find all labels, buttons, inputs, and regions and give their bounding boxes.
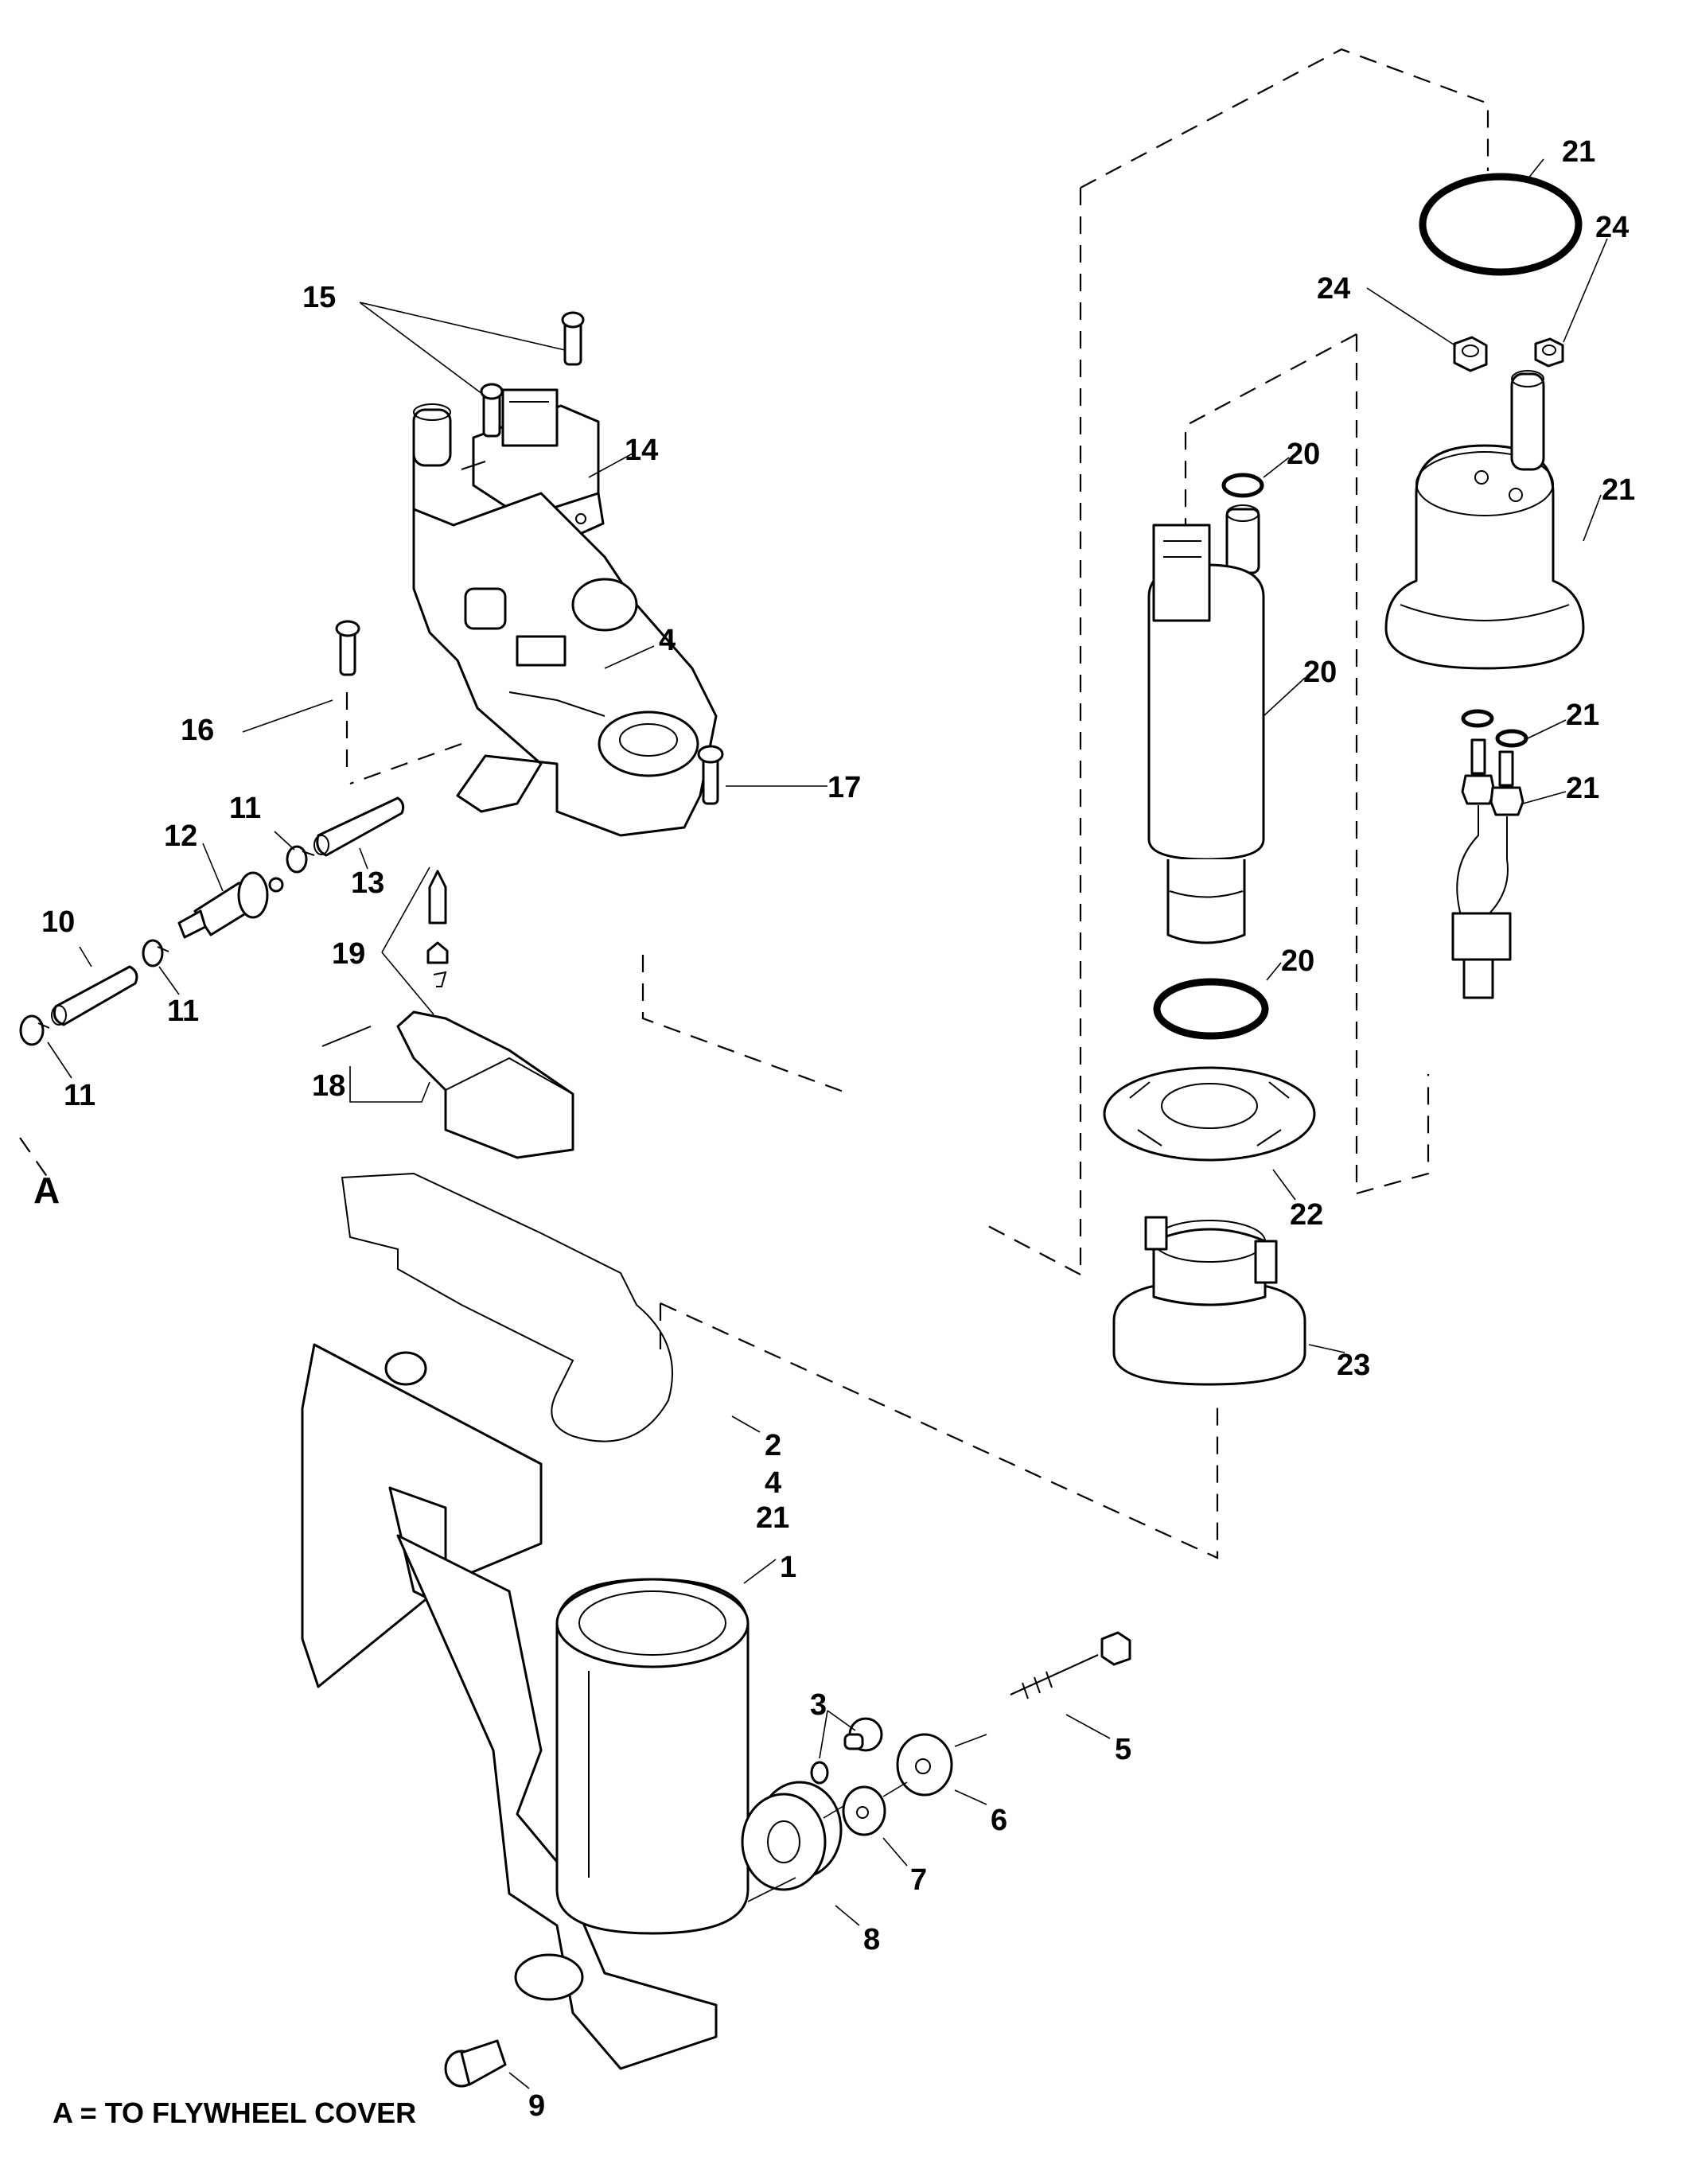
o-ring-21-small-a bbox=[1461, 709, 1494, 728]
o-ring-3 bbox=[810, 1761, 829, 1785]
callout-3: 3 bbox=[810, 1688, 827, 1722]
callout-17: 17 bbox=[827, 771, 861, 804]
fitting-3 bbox=[843, 1717, 883, 1752]
callout-11: 11 bbox=[64, 1079, 95, 1112]
o-ring-20-small bbox=[1221, 473, 1264, 498]
screws-15 bbox=[480, 311, 585, 438]
check-valve-12 bbox=[177, 871, 284, 939]
callout-20: 20 bbox=[1287, 438, 1320, 471]
callout-4: 4 bbox=[765, 1466, 781, 1500]
callout-2: 2 bbox=[765, 1429, 781, 1462]
nut-24-left bbox=[1453, 336, 1488, 372]
callout-6: 6 bbox=[991, 1804, 1007, 1837]
pump-holder-23 bbox=[1112, 1216, 1306, 1386]
screw-17 bbox=[697, 745, 724, 805]
clamp-11-lower bbox=[19, 1014, 50, 1046]
mount-axis-line bbox=[747, 1734, 987, 1902]
float-needle-seat-19 bbox=[426, 870, 449, 987]
callout-18: 18 bbox=[312, 1069, 345, 1103]
gasket-2 bbox=[341, 1172, 673, 1442]
washer-7 bbox=[842, 1785, 886, 1836]
legend-note: A = TO FLYWHEEL COVER bbox=[53, 2096, 416, 2129]
callout-13: 13 bbox=[351, 866, 384, 900]
o-ring-20-large bbox=[1153, 978, 1269, 1040]
electric-fuel-pump-20 bbox=[1147, 473, 1265, 944]
callout-labels: 21 24 24 15 14 20 21 4 20 16 21 21 17 11… bbox=[33, 135, 1635, 2123]
nut-24-right bbox=[1534, 337, 1564, 368]
callout-23: 23 bbox=[1337, 1349, 1370, 1382]
callout-7: 7 bbox=[910, 1863, 927, 1897]
callout-20: 20 bbox=[1303, 656, 1337, 689]
o-ring-21-large bbox=[1419, 173, 1583, 276]
sensor-harness-21 bbox=[1451, 738, 1524, 999]
callout-4: 4 bbox=[659, 624, 676, 657]
callout-21: 21 bbox=[1566, 699, 1599, 732]
callout-21: 21 bbox=[1602, 473, 1635, 507]
washer-6 bbox=[896, 1733, 953, 1797]
callout-5: 5 bbox=[1115, 1733, 1131, 1766]
callout-15: 15 bbox=[302, 281, 336, 314]
callout-24: 24 bbox=[1595, 211, 1629, 244]
retainer-plate-22 bbox=[1103, 1066, 1316, 1162]
grommet-8 bbox=[741, 1781, 843, 1891]
map-sensor-14 bbox=[461, 388, 605, 539]
callout-20: 20 bbox=[1281, 944, 1314, 978]
o-ring-21-small-b bbox=[1495, 729, 1528, 748]
float-18 bbox=[321, 1010, 574, 1159]
hose-10 bbox=[51, 965, 138, 1026]
callout-22: 22 bbox=[1290, 1198, 1323, 1232]
leader-lines bbox=[47, 158, 1608, 2089]
callout-14: 14 bbox=[625, 434, 658, 467]
assembly-dash-lines bbox=[19, 48, 1489, 1559]
callout-12: 12 bbox=[164, 819, 197, 853]
callout-8: 8 bbox=[863, 1923, 880, 1956]
plug-9 bbox=[444, 2039, 507, 2088]
bolt-5 bbox=[1010, 1631, 1131, 1699]
callout-24: 24 bbox=[1317, 272, 1350, 306]
vapor-separator-tank-1 bbox=[301, 1343, 750, 2070]
callout-16: 16 bbox=[181, 714, 214, 747]
callout-19: 19 bbox=[332, 937, 365, 971]
fuel-filter-canister-21 bbox=[1384, 370, 1585, 670]
callout-21: 21 bbox=[1566, 772, 1599, 805]
vapor-separator-cover-4 bbox=[412, 403, 718, 837]
callout-11: 11 bbox=[167, 995, 199, 1028]
hose-13 bbox=[313, 796, 405, 857]
screw-16 bbox=[335, 620, 360, 676]
callout-21: 21 bbox=[1562, 135, 1595, 169]
clamp-11-upper bbox=[286, 845, 315, 874]
callout-9: 9 bbox=[528, 2089, 545, 2123]
callout-10: 10 bbox=[41, 905, 75, 939]
clamp-11-middle bbox=[142, 939, 169, 967]
callout-21: 21 bbox=[756, 1501, 789, 1535]
callout-1: 1 bbox=[780, 1551, 796, 1584]
callout-11: 11 bbox=[229, 792, 261, 825]
callout-A: A bbox=[33, 1170, 60, 1211]
